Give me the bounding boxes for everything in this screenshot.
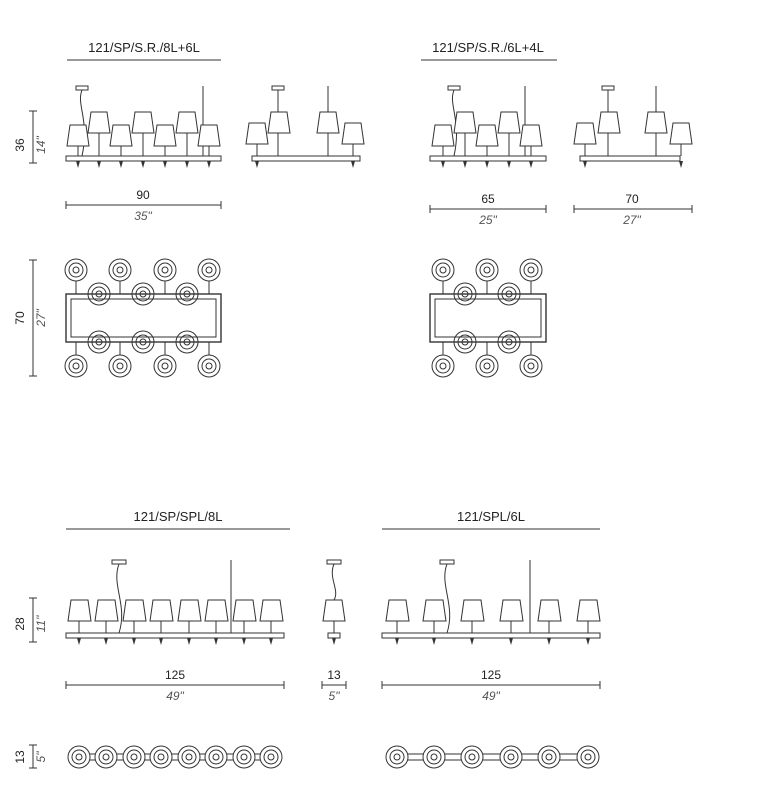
width-dimension-8l-6l: 90 35": [65, 188, 222, 223]
height-inch-label: 14": [34, 135, 48, 153]
width-inch-label: 35": [134, 209, 152, 223]
width-cm-label: 125: [165, 668, 185, 682]
side-view-6l: [573, 85, 693, 168]
width-inch-label: 25": [478, 213, 497, 227]
front-view-spl-8l: [65, 559, 285, 645]
width-cm-label: 90: [136, 188, 150, 202]
height-dimension-8l-6l: 36 14": [13, 110, 48, 164]
side-view-8l: [245, 85, 365, 168]
section-6l-4l: 121/SP/S.R./6L+4L: [421, 40, 693, 378]
section-spl-8l: 121/SP/SPL/8L 28 11": [13, 509, 347, 769]
front-view-8l: [65, 85, 222, 168]
plan-view-spl-8l: [67, 745, 283, 769]
section-8l-6l: 121/SP/S.R./8L+6L 36 14": [13, 40, 365, 378]
width-inch-label: 27": [622, 213, 641, 227]
depth-cm-label: 70: [13, 311, 27, 325]
height-cm-label: 36: [13, 138, 27, 152]
height-inch-label: 11": [34, 615, 48, 632]
plan-view-6l: [429, 258, 547, 378]
width-dimension-spl-8l: 125 49": [65, 668, 285, 703]
lamp-shades: [66, 111, 221, 147]
depth-dimension-8l-6l: 70 27": [13, 259, 48, 377]
depth-cm-label: 13: [13, 750, 27, 764]
model-title-spl-6l: 121/SPL/6L: [457, 509, 525, 524]
side-width-cm-label: 13: [327, 668, 341, 682]
front-view-6l: [429, 85, 547, 168]
model-title-spl-8l: 121/SP/SPL/8L: [134, 509, 223, 524]
width-cm-label: 125: [481, 668, 501, 682]
width-cm-label: 65: [481, 192, 495, 206]
plan-view-spl-6l: [385, 745, 600, 769]
width-inch-label: 49": [166, 689, 184, 703]
height-cm-label: 28: [13, 617, 27, 631]
lamp-shades: [67, 599, 284, 622]
side-width-inch-label: 5": [329, 689, 341, 703]
height-dimension-spl-8l: 28 11": [13, 597, 48, 643]
side-width-dimension: 13 5": [321, 668, 347, 703]
width-dimension-spl-6l: 125 49": [381, 668, 601, 703]
width-cm-label: 70: [625, 192, 639, 206]
plan-view-8l: [64, 258, 222, 378]
front-view-spl-6l: [381, 559, 601, 645]
depth-inch-label: 5": [34, 751, 48, 763]
side-view-spl: [322, 559, 346, 645]
model-title-6l-4l: 121/SP/S.R./6L+4L: [432, 40, 544, 55]
section-spl-6l: 121/SPL/6L 125: [381, 509, 601, 769]
model-title-8l-6l: 121/SP/S.R./8L+6L: [88, 40, 200, 55]
depth-inch-label: 27": [34, 308, 48, 327]
width-dimension-4l: 70 27": [573, 192, 693, 227]
width-dimension-6l: 65 25": [429, 192, 547, 227]
depth-dimension-spl: 13 5": [13, 744, 48, 769]
width-inch-label: 49": [482, 689, 500, 703]
